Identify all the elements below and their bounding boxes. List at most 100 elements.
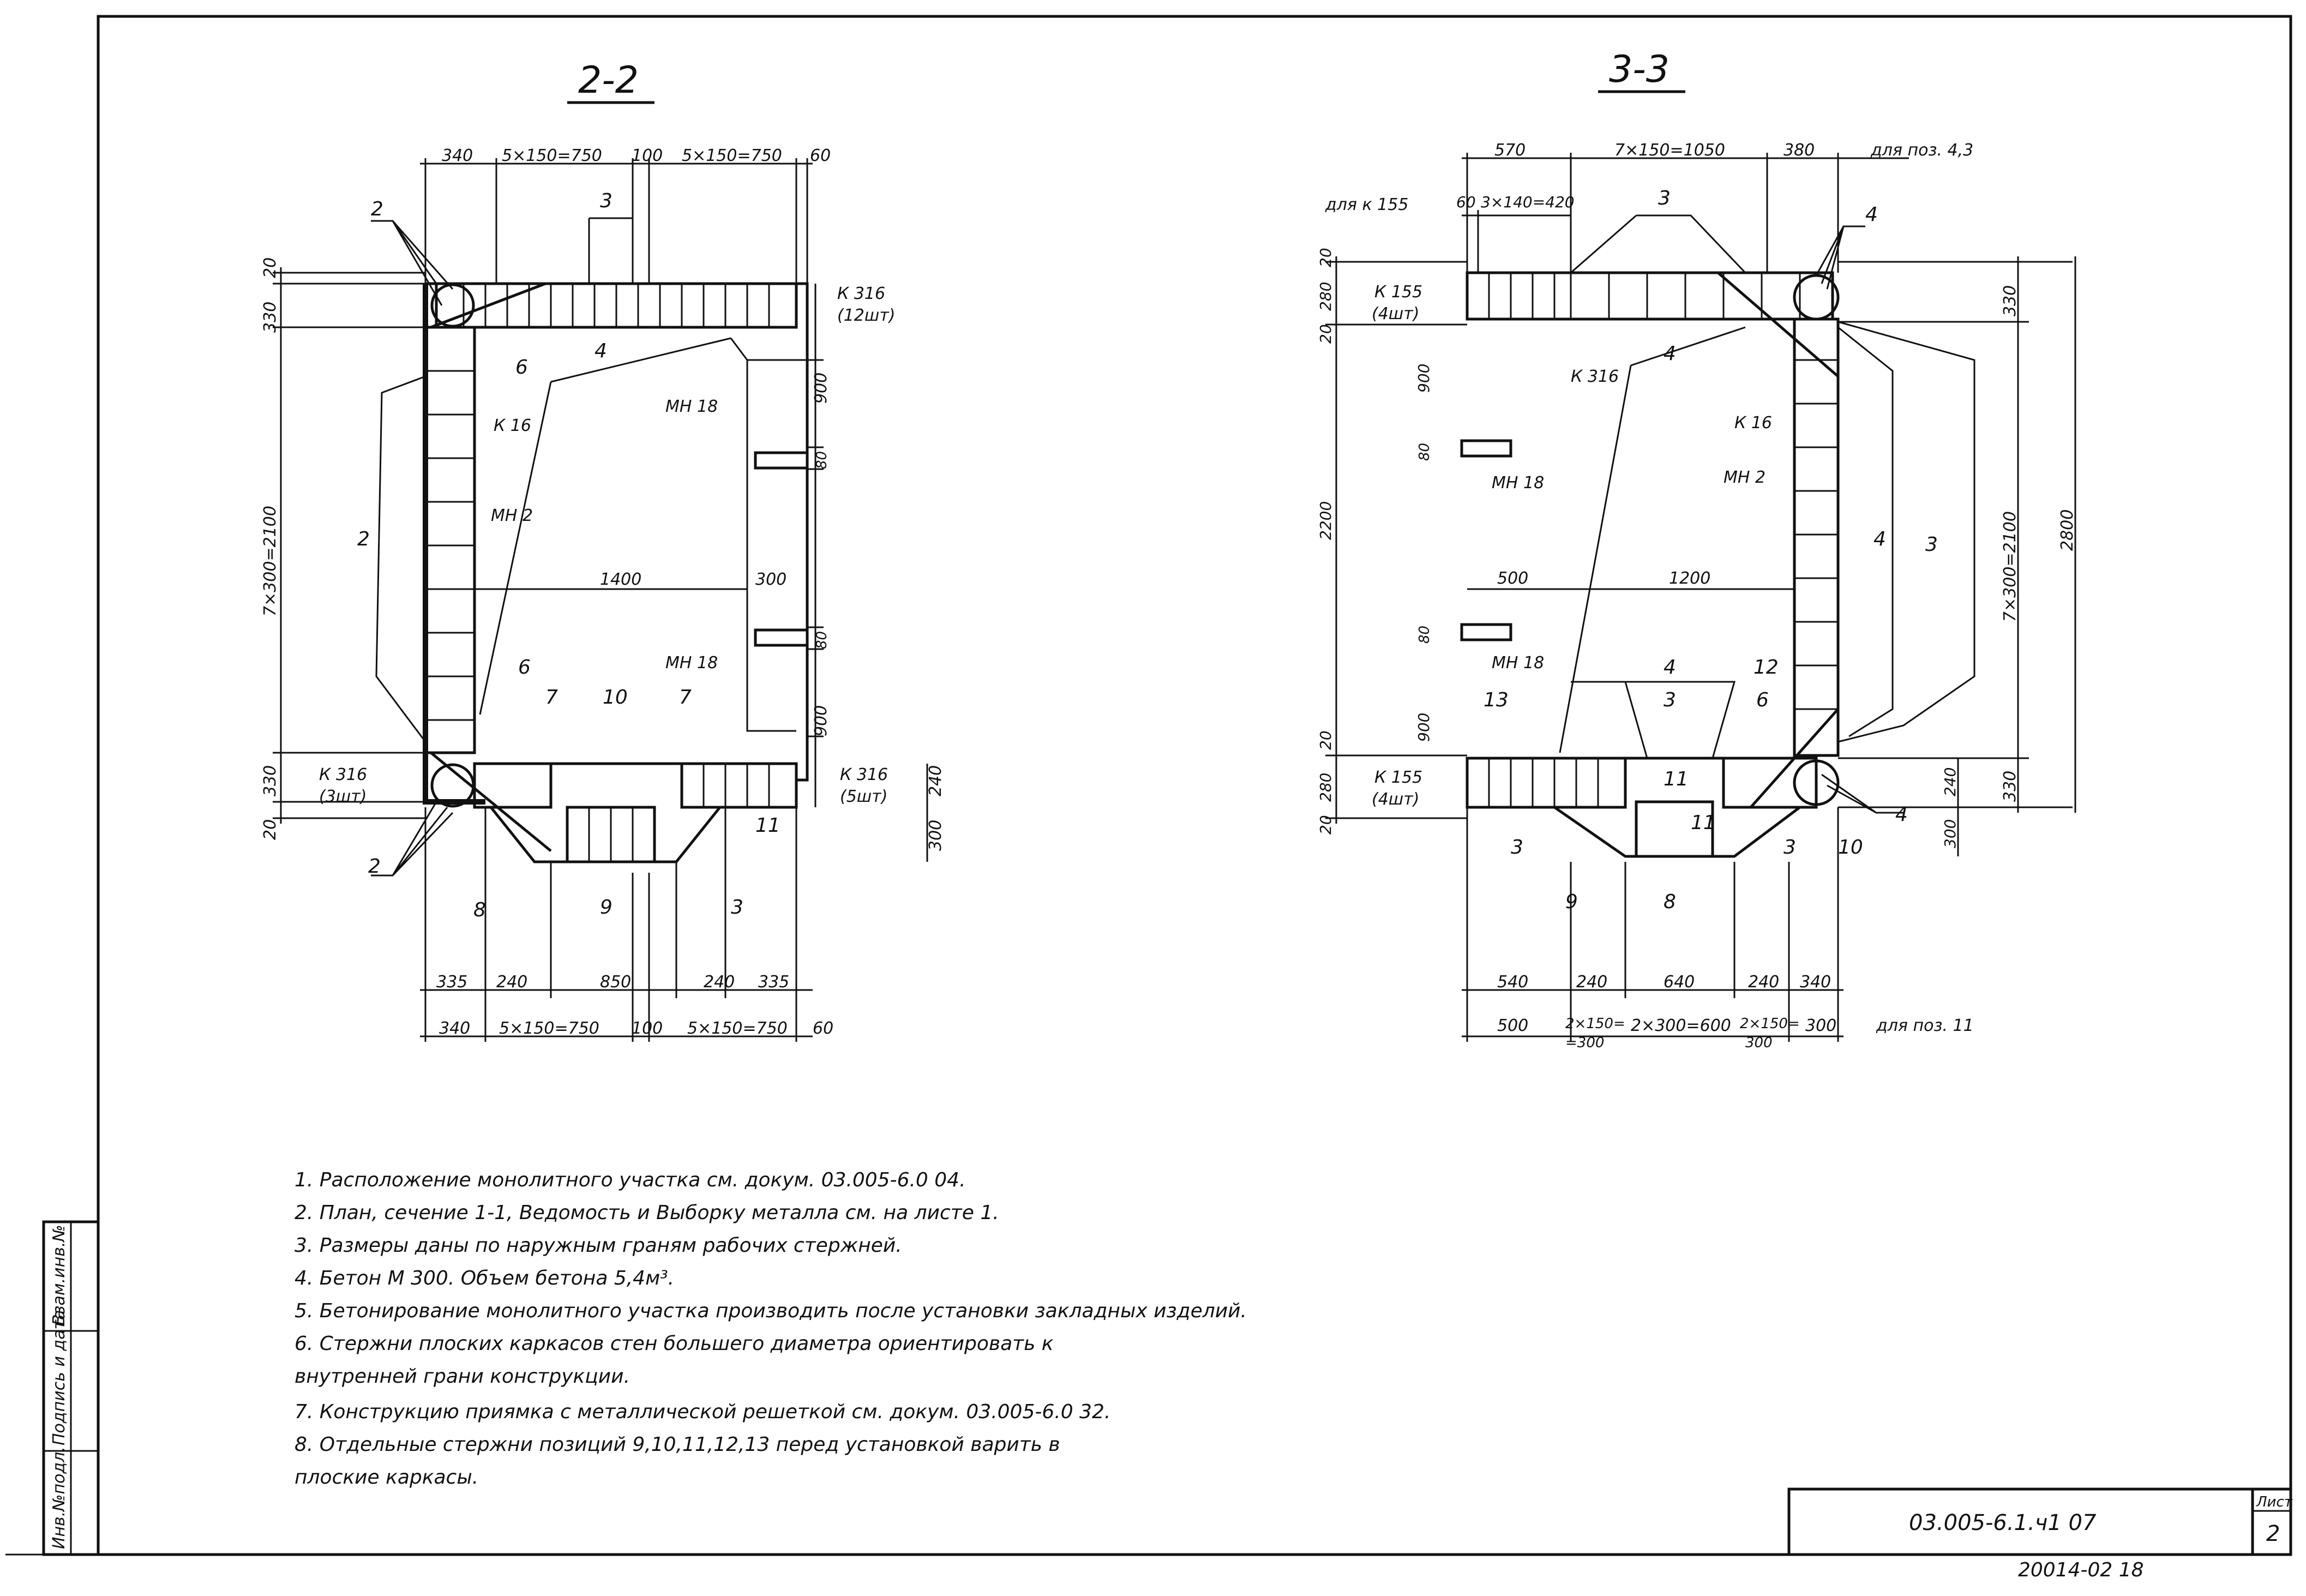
label33-k155-bot-count: (4шт) [1372, 790, 1419, 809]
pit-2-2 [490, 806, 721, 863]
dim-inner-1400: 1400 [600, 570, 641, 589]
dim-bot2-750b: 5×150=750 [687, 1019, 788, 1038]
dim33-left-80a: 80 [1416, 443, 1433, 461]
pos33-4-b: 4 [1664, 343, 1676, 365]
pos-11: 11 [755, 814, 780, 837]
note-6: 6. Стержни плоских каркасов стен большег… [295, 1333, 1054, 1355]
section-2-2: 2-2 [261, 59, 945, 1042]
dim33-bot2-500: 500 [1497, 1016, 1528, 1035]
dim33-bot1-540: 540 [1497, 973, 1528, 992]
dim33-top-1050: 7×150=1050 [1614, 141, 1725, 160]
dim33-top-380: 380 [1783, 141, 1815, 160]
dim-bot2-100: 100 [632, 1019, 663, 1038]
dim33-left-20a: 20 [1317, 248, 1335, 267]
label-mn2: МН 2 [491, 506, 533, 525]
dim-left-20a: 20 [261, 257, 280, 278]
pos33-3-c: 3 [1664, 689, 1676, 711]
doc-code: 03.005-6.1.ч1 07 [1909, 1510, 2097, 1535]
pos-2-c: 2 [368, 855, 381, 878]
dim-top-750a: 5×150=750 [502, 146, 602, 165]
section-3-3: 3-3 [1317, 48, 2077, 1051]
label-mn18-a: МН 18 [665, 397, 718, 416]
right-cage-3-3 [1793, 317, 1840, 757]
dim33-right-330a: 330 [2001, 285, 2020, 316]
dim33-right-300: 300 [1941, 819, 1959, 848]
pos-3-a: 3 [600, 190, 612, 212]
pos33-6: 6 [1756, 689, 1769, 711]
label-k316-right-count: (5шт) [840, 787, 887, 806]
sidebar-replace-label: Взам.инв.№ [50, 1225, 69, 1325]
dim33-bot1-240b: 240 [1748, 973, 1779, 992]
pos33-8: 8 [1664, 891, 1676, 913]
dim33-left-900b: 900 [1415, 713, 1433, 742]
dim33-left-900a: 900 [1415, 364, 1433, 393]
dim33-left-20d: 20 [1317, 815, 1335, 835]
sheet-label: Лист [2256, 1494, 2293, 1510]
pos-9: 9 [600, 896, 612, 919]
dim33-bot1-640: 640 [1664, 973, 1695, 992]
pos33-11-b: 11 [1691, 812, 1716, 834]
label-k316-right: К 316 [840, 765, 888, 784]
bottom-right-cage-2-2 [680, 762, 798, 809]
pos-7-b: 7 [679, 686, 692, 709]
dim33-right-2800: 2800 [2058, 509, 2077, 551]
note-4: 4. Бетон М 300. Объем бетона 5,4м³. [295, 1267, 674, 1289]
dim-top-60: 60 [810, 146, 831, 165]
pos33-11-a: 11 [1664, 768, 1689, 790]
label33-k155-top-count: (4шт) [1372, 304, 1419, 323]
dim-bot2-340: 340 [439, 1019, 470, 1038]
label33-k155-bot: К 155 [1374, 768, 1422, 787]
pos33-3-f: 3 [1783, 836, 1796, 859]
label33-k316: К 316 [1571, 367, 1619, 386]
note-6-cont: внутренней грани конструкции. [295, 1365, 630, 1388]
dim-left-2100: 7×300=2100 [261, 506, 280, 616]
embed-mn18-a-3-3 [1460, 439, 1512, 458]
label33-mn18-b: МН 18 [1492, 653, 1544, 673]
dim33-bot2-2x150a: 2×150= [1565, 1016, 1625, 1032]
dim33-left-280a: 280 [1317, 282, 1335, 311]
dim-top-750b: 5×150=750 [682, 146, 782, 165]
sheet-number: 2 [2266, 1521, 2280, 1546]
dim33-top-for-pos: для поз. 4,3 [1870, 141, 1973, 160]
embed-mn18-a-2-2 [754, 451, 809, 470]
dim-bot1-240a: 240 [496, 973, 527, 992]
note-5: 5. Бетонирование монолитного участка про… [295, 1300, 1247, 1322]
dim33-for-k155: для к 155 [1325, 195, 1408, 214]
dim-right-900b: 900 [812, 705, 831, 736]
section-title-3-3: 3-3 [1609, 48, 1670, 91]
dim33-left-20b: 20 [1317, 324, 1335, 344]
pos-6-b: 6 [518, 656, 531, 679]
pos33-13: 13 [1484, 689, 1509, 711]
note-1: 1. Расположение монолитного участка см. … [295, 1169, 966, 1191]
dim33-bot2-300c: 300 [1805, 1016, 1836, 1035]
dim-left-20b: 20 [261, 819, 280, 840]
embed-mn18-b-3-3 [1460, 623, 1512, 641]
note-2: 2. План, сечение 1-1, Ведомость и Выборк… [295, 1202, 999, 1224]
dim-right-240: 240 [926, 765, 945, 796]
label-k316-left: К 316 [319, 765, 367, 784]
dim-left-330b: 330 [261, 765, 280, 796]
dim33-top-570: 570 [1494, 141, 1526, 160]
note-8: 8. Отдельные стержни позиций 9,10,11,12,… [295, 1433, 1060, 1456]
pos33-3-a: 3 [1658, 187, 1671, 209]
title-block: 03.005-6.1.ч1 07 Лист 2 20014-02 18 [1787, 1487, 2293, 1581]
dim33-bot2-300b: 300 [1745, 1035, 1773, 1051]
sidebar-stamp: Инв.№подл. Подпись и дата Взам.инв.№ [42, 1220, 100, 1556]
dim-lines-3-3 [1325, 153, 2076, 1042]
label-k316-top: К 316 [837, 284, 885, 303]
pos-8: 8 [473, 899, 486, 921]
dim33-right-2100: 7×300=2100 [2001, 511, 2020, 622]
left-cage-2-2 [424, 326, 476, 754]
dim-bot1-335b: 335 [758, 973, 789, 992]
pos33-4-f: 4 [1895, 803, 1908, 826]
dim-right-900a: 900 [812, 373, 831, 404]
dim-right-80b: 80 [814, 631, 830, 649]
pos33-3-e: 3 [1511, 836, 1523, 859]
label33-mn18-a: МН 18 [1492, 473, 1544, 493]
dim33-right-240: 240 [1941, 767, 1959, 796]
dim33-420: 3×140=420 [1481, 193, 1575, 211]
stamp-number: 20014-02 18 [2018, 1559, 2144, 1581]
dim-inner-300: 300 [755, 570, 786, 589]
